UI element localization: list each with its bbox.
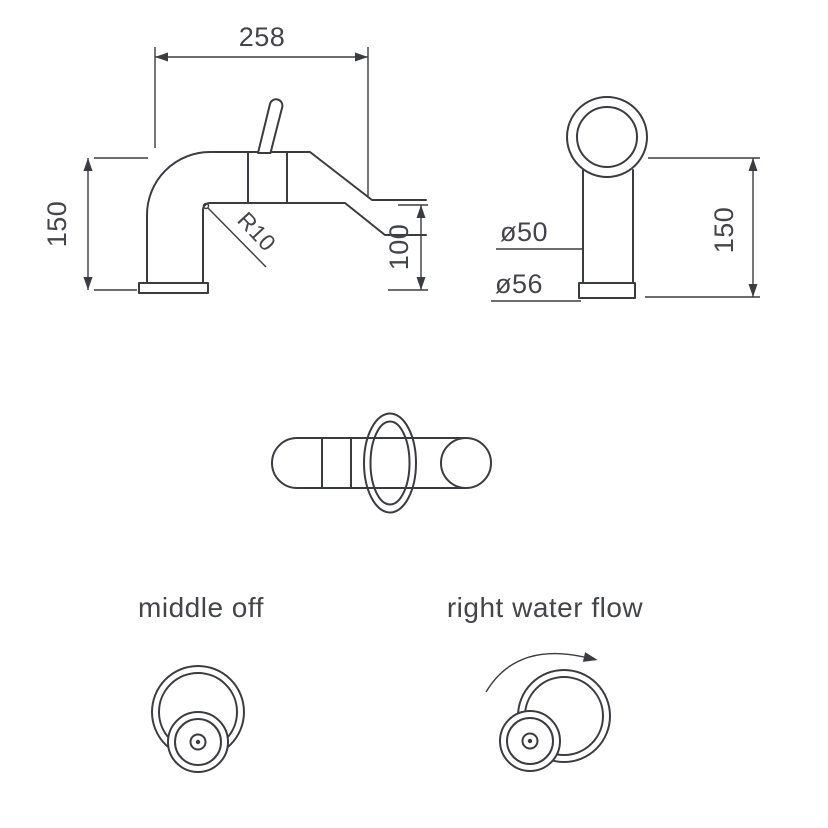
handle-lever-side: [257, 98, 284, 154]
position-right-water-flow: right water flow: [447, 592, 644, 772]
side-view: 258 150 100 R10: [42, 22, 428, 294]
handle-ring-outer-topview: [363, 412, 417, 514]
diameter-56-callout: ø56: [491, 269, 581, 302]
knob-inner: [174, 718, 222, 766]
position-middle-off: middle off: [138, 592, 264, 773]
faucet-body-outer-outline: [146, 151, 427, 284]
right-water-flow-label: right water flow: [447, 592, 644, 623]
arrowhead-top: [748, 158, 758, 171]
arrowhead-bottom: [416, 277, 426, 290]
radius-callout: R10: [202, 202, 281, 268]
knob-center-dot: [195, 739, 201, 745]
top-view: [271, 412, 492, 514]
base-diameter-label: ø56: [495, 269, 543, 299]
rotation-arrowhead: [582, 652, 598, 662]
dim-height-front-label: 150: [709, 207, 739, 254]
middle-off-label: middle off: [138, 592, 264, 623]
knob-center-dot: [527, 738, 533, 744]
dim-width-label: 258: [239, 22, 286, 52]
knob-inner: [506, 717, 554, 765]
radius-label: R10: [232, 207, 281, 257]
dim-outlet-height-label: 100: [384, 224, 414, 271]
diameter-50-callout: ø50: [496, 217, 584, 250]
arrowhead-bottom: [83, 277, 93, 290]
body-left-cap: [271, 437, 298, 489]
dimension-height-front: 150: [645, 157, 760, 298]
dimension-height-left: 150: [42, 157, 148, 291]
dimension-width: 258: [154, 22, 369, 196]
dim-height-left-label: 150: [42, 201, 72, 248]
handle-ring-inner: [576, 106, 638, 168]
pipe-diameter-label: ø50: [500, 217, 548, 247]
handle-ring-outer: [566, 96, 648, 178]
outlet-end-circle: [440, 437, 492, 489]
arrowhead-top: [416, 205, 426, 218]
arrowhead-right: [355, 52, 368, 62]
dimension-outlet-height: 100: [384, 204, 428, 291]
rotation-arrow-arc: [485, 652, 585, 693]
base-flange-front: [578, 282, 636, 299]
arrowhead-bottom: [748, 284, 758, 297]
arrowhead-top: [83, 158, 93, 171]
knob-hub: [521, 732, 539, 750]
front-view: ø50 ø56 150: [491, 96, 760, 302]
base-flange-side: [138, 282, 209, 294]
knob-hub: [189, 733, 207, 751]
leader-line: [207, 207, 267, 268]
handle-ring-inner-topview: [369, 420, 411, 506]
arrowhead-left: [155, 52, 168, 62]
leader-origin-dot: [202, 202, 210, 210]
